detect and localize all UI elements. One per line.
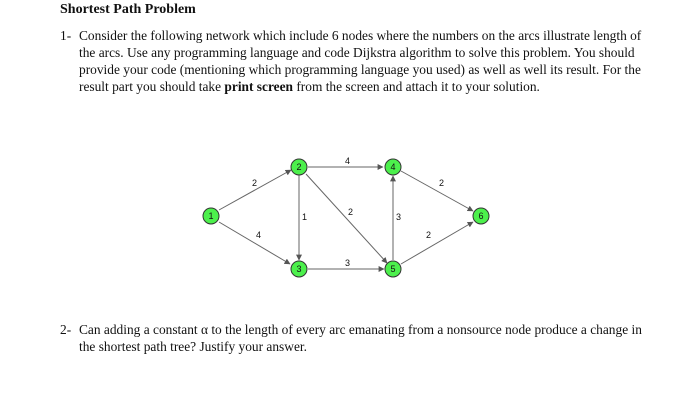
question-2-number: 2- — [60, 322, 72, 337]
node-4: 4 — [384, 158, 402, 176]
question-1-text-part: Consider the following network which inc… — [79, 28, 642, 94]
edge-1-2 — [218, 169, 292, 211]
edge-weight-2-3: 1 — [302, 212, 307, 222]
edge-weight-1-3: 4 — [256, 230, 261, 240]
node-6: 6 — [472, 207, 490, 225]
node-4-label: 4 — [390, 162, 395, 172]
edge-5-6 — [400, 221, 474, 265]
node-3: 3 — [290, 260, 308, 278]
edge-weight-5-4: 3 — [396, 212, 401, 222]
question-1-bold-text: print screen — [224, 79, 293, 94]
question-1-text: Consider the following network which inc… — [79, 27, 660, 95]
node-6-label: 6 — [478, 211, 483, 221]
question-2: 2- Can adding a constant α to the length… — [60, 321, 660, 355]
edge-weight-2-5: 2 — [348, 207, 353, 217]
page-title: Shortest Path Problem — [60, 2, 196, 17]
node-2: 2 — [290, 158, 308, 176]
edge-1-3 — [218, 221, 291, 265]
edge-weight-3-5: 3 — [345, 258, 350, 268]
node-1: 1 — [202, 207, 220, 225]
edge-weight-4-6: 2 — [439, 178, 444, 188]
edge-2-5 — [305, 173, 388, 264]
question-1-number: 1- — [60, 28, 72, 43]
edge-weight-2-4: 4 — [345, 156, 350, 166]
node-2-label: 2 — [296, 162, 301, 172]
edge-4-6 — [400, 170, 474, 212]
question-1-text-part: from the screen and attach it to your so… — [292, 79, 540, 94]
question-2-text: Can adding a constant α to the length of… — [79, 322, 642, 354]
node-3-label: 3 — [296, 264, 301, 274]
node-1-label: 1 — [208, 211, 213, 221]
node-5: 5 — [384, 260, 402, 278]
edge-weight-5-6: 2 — [426, 230, 431, 240]
edge-weight-1-2: 2 — [252, 178, 257, 188]
question-1: 1- Consider the following network which … — [60, 27, 660, 95]
node-5-label: 5 — [390, 264, 395, 274]
